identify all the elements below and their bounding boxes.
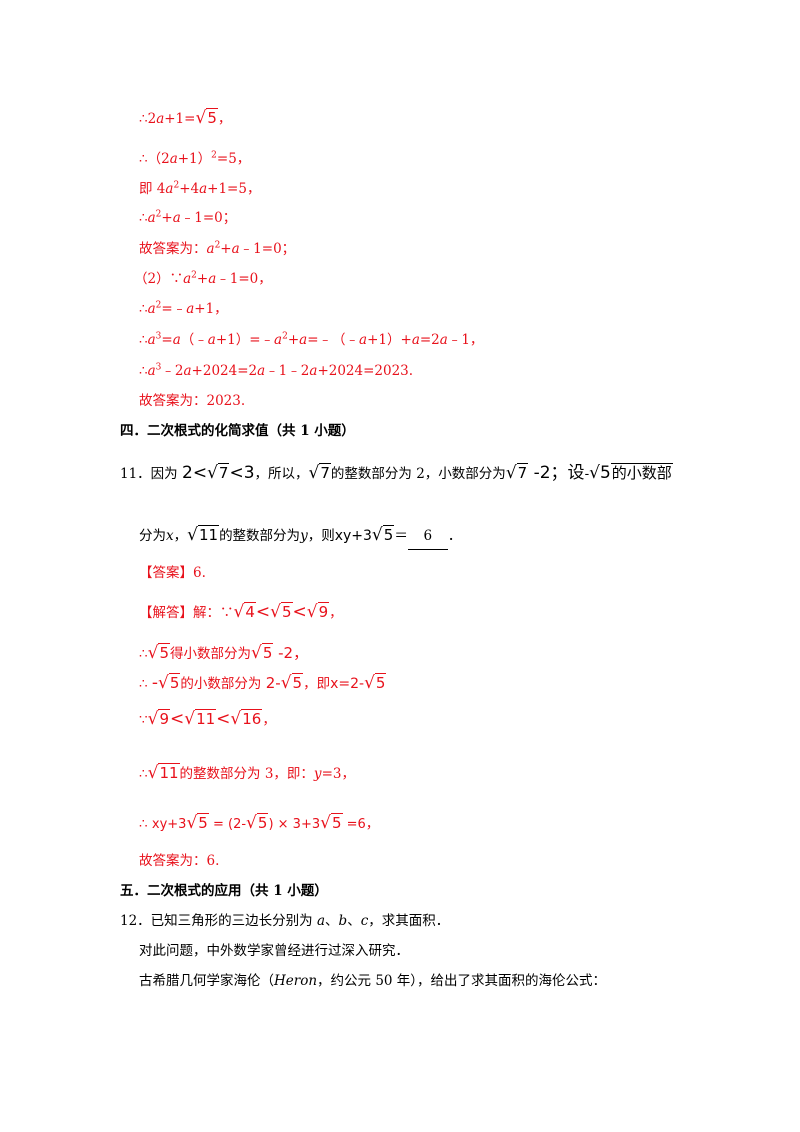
text: （2）∵ [134, 271, 184, 287]
solution-line: ∴√5得小数部分为√5 -2， [139, 643, 309, 663]
text: ， [217, 111, 232, 127]
text: +4 [179, 181, 200, 197]
solution-line: 即 4a2+4a+1=5， [139, 179, 260, 199]
exponent: 2 [191, 270, 197, 281]
variable: a [231, 241, 240, 257]
text: +1= [164, 111, 196, 127]
variable: a [206, 241, 215, 257]
text: ﹣1=0； [239, 241, 296, 257]
sqrt: √5 [195, 108, 218, 128]
variable: a [183, 271, 192, 287]
variable: a [169, 151, 178, 167]
variable: a [147, 210, 156, 226]
text: ﹣1=0， [216, 271, 272, 287]
exponent: 2 [214, 240, 221, 251]
solution-line: ∴a2+a﹣1=0； [139, 208, 236, 228]
exponent: 2 [155, 209, 162, 220]
solution-line: ∴（2a+1）2=5， [139, 149, 250, 169]
answer-label: 【答案】 [139, 565, 193, 581]
text: 故答案为： [139, 241, 207, 257]
solution-line: ∴a3=a（﹣a+1）=﹣a2+a=﹣（﹣a+1）+a=2a﹣1， [139, 331, 484, 348]
exponent: 2 [173, 180, 180, 191]
solution-line: 故答案为：a2+a﹣1=0； [139, 239, 295, 259]
solution-line: ∴ -√5的小数部分为 2-√5，即x=2-√5 [139, 673, 387, 693]
variable: a [208, 271, 217, 287]
variable: a [165, 181, 174, 197]
text: ∴（2 [139, 151, 170, 167]
answer-value: 6. [193, 565, 206, 581]
question-11-line-1: 11．因为 2<√7<3，所以，√7的整数部分为 2，小数部分为√7 -2；设-… [120, 463, 673, 483]
text: +1） [177, 151, 212, 167]
answer-blank: 6 [407, 523, 448, 550]
variable: a [199, 181, 208, 197]
variable: a [147, 301, 156, 317]
variable: a [156, 111, 165, 127]
section-heading: 四．二次根式的化简求值（共 1 小题） [120, 423, 355, 439]
solution-line: ∴2a+1=√5， [139, 108, 231, 129]
section-heading: 五．二次根式的应用（共 1 小题） [120, 883, 328, 899]
text: =﹣ [161, 301, 187, 317]
question-12-line-2: 对此问题，中外数学家曾经进行过深入研究． [139, 943, 409, 959]
text: ∴ [139, 210, 148, 226]
question-11-line-2: 分为x，√11的整数部分为y，则xy+3√5＝6． [139, 522, 461, 550]
text: + [196, 271, 209, 287]
solution-line: ∴a3﹣2a+2024=2a﹣1﹣2a+2024=2023. [139, 362, 414, 379]
text: ∴ [139, 301, 148, 317]
solution-line: ∴a2=﹣a+1， [139, 299, 228, 319]
solution-line: 【解答】解：∵√4<√5<√9， [139, 602, 343, 622]
exponent: 2 [211, 150, 217, 161]
solution-line: ∵√9<√11<√16， [139, 709, 276, 729]
text: + [220, 241, 232, 257]
solution-line: （2）∵a2+a﹣1=0， [134, 269, 272, 289]
text: =5， [216, 151, 251, 167]
solution-line: ∴ xy+3√5 = (2-√5) × 3+3√5 =6， [139, 813, 380, 833]
question-12-line-1: 12．已知三角形的三边长分别为 a、b、c，求其面积． [120, 913, 450, 929]
text: +1， [194, 301, 228, 317]
question-12-line-3: 古希腊几何学家海伦（Heron，约公元 50 年），给出了求其面积的海伦公式： [139, 973, 607, 989]
final-answer-line: 故答案为：2023. [139, 393, 246, 409]
variable: a [186, 301, 195, 317]
text: ﹣1=0； [180, 210, 237, 226]
answer-line: 【答案】6. [139, 563, 206, 583]
exponent: 2 [155, 300, 162, 311]
text: 即 4 [139, 181, 166, 197]
text: + [161, 210, 173, 226]
text: +1=5， [207, 181, 261, 197]
final-answer-line: 故答案为：6. [139, 853, 220, 869]
solution-line: ∴√11的整数部分为 3，即：y=3， [139, 763, 355, 783]
variable: a [172, 210, 181, 226]
text: ∴2 [139, 111, 157, 127]
